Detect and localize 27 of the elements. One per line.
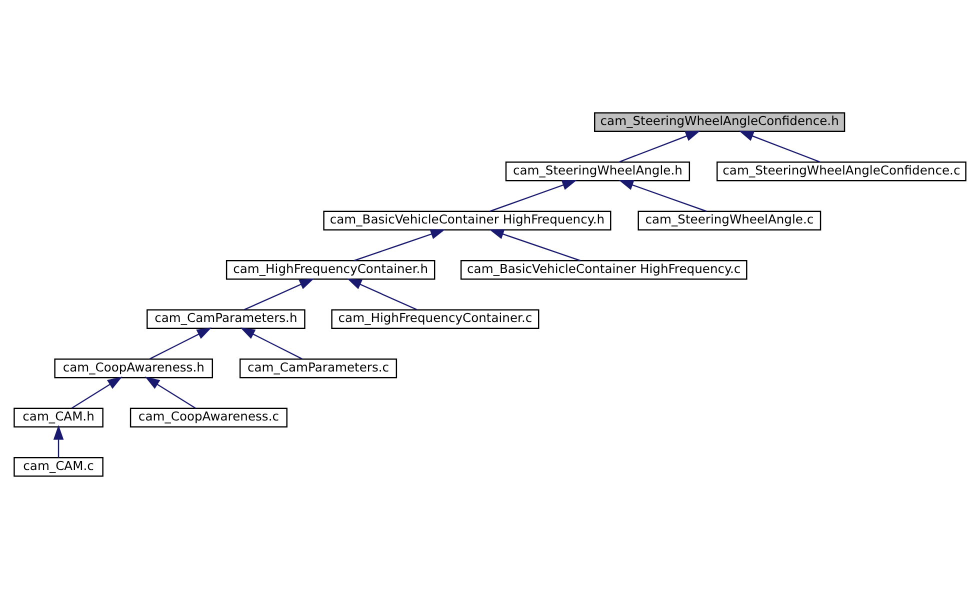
node-box: cam_SteeringWheelAngle.h (505, 162, 690, 182)
arrow (149, 328, 212, 360)
node-box: cam_SteeringWheelAngle.c (638, 210, 822, 230)
node-box: cam_CAM.h (14, 408, 104, 428)
node-box: cam_BasicVehicleContainer HighFrequency.c (460, 260, 748, 280)
node-box: cam_HighFrequencyContainer.h (226, 260, 436, 280)
node-box: cam_CoopAwareness.h (54, 358, 214, 378)
arrow (53, 425, 64, 458)
node-box: cam_CAM.c (14, 457, 104, 477)
node-box: cam_CoopAwareness.c (130, 408, 288, 428)
node-box: cam_CamParameters.c (239, 358, 398, 378)
arrow (618, 130, 700, 163)
arrow (346, 278, 418, 310)
arrow (618, 180, 707, 212)
arrow (738, 130, 820, 163)
node-box: cam_CamParameters.h (146, 309, 306, 329)
node-box: cam_SteeringWheelAngleConfidence.c (716, 162, 966, 182)
arrow (490, 180, 577, 212)
arrow (244, 278, 314, 310)
arrow (354, 229, 446, 262)
arrow (71, 376, 122, 409)
node-box: cam_HighFrequencyContainer.c (331, 309, 540, 329)
node-box: cam_SteeringWheelAngleConfidence.h (594, 112, 846, 132)
node-box: cam_BasicVehicleContainer HighFrequency.h (323, 210, 612, 230)
arrow (489, 229, 581, 262)
arrow (144, 376, 196, 409)
arrow (240, 328, 302, 360)
